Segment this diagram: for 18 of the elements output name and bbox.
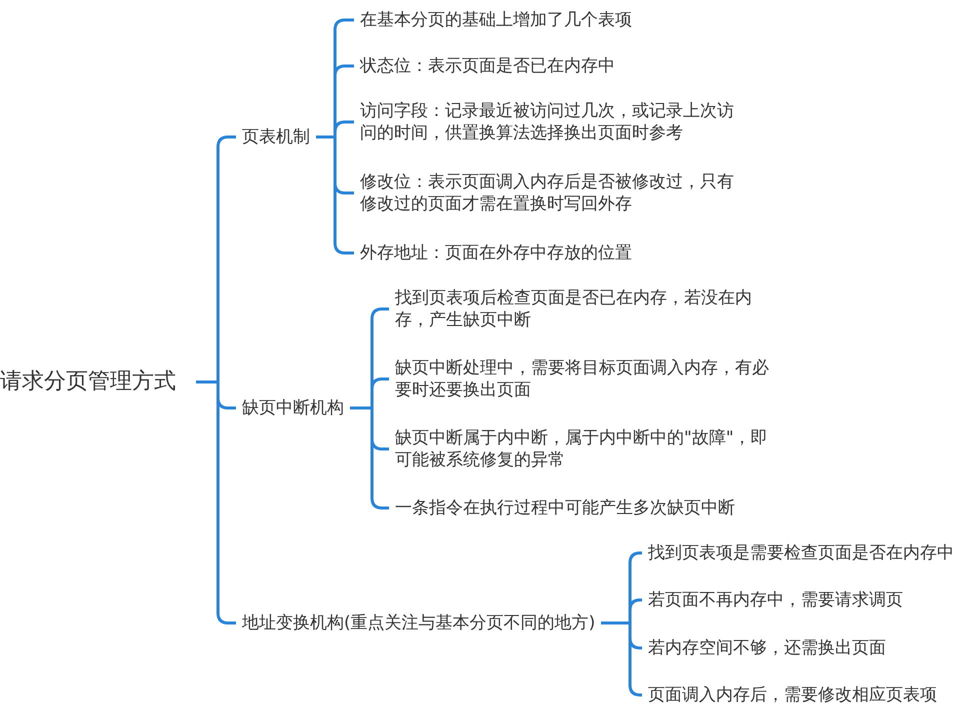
branch-topic: 缺页中断机构	[236, 397, 350, 419]
leaf-topic: 一条指令在执行过程中可能产生多次缺页中断	[389, 497, 771, 519]
leaf-topic: 找到页表项是需要检查页面是否在内存中	[642, 542, 954, 564]
leaf-topic: 在基本分页的基础上增加了几个表项	[354, 9, 736, 31]
leaf-topic: 找到页表项后检查页面是否已在内存，若没在内存，产生缺页中断	[389, 287, 771, 331]
branch-topic: 页表机制	[236, 126, 316, 148]
leaf-topic: 外存地址：页面在外存中存放的位置	[354, 242, 736, 264]
leaf-topic: 修改位：表示页面调入内存后是否被修改过，只有修改过的页面才需在置换时写回外存	[354, 171, 736, 215]
leaf-topic: 若内存空间不够，还需换出页面	[642, 637, 886, 659]
leaf-topic: 访问字段：记录最近被访问过几次，或记录上次访问的时间，供置换算法选择换出页面时参考	[354, 100, 736, 144]
leaf-topic: 缺页中断处理中，需要将目标页面调入内存，有必要时还要换出页面	[389, 357, 771, 401]
leaf-topic: 若页面不再内存中，需要请求调页	[642, 589, 903, 611]
root-topic: 请求分页管理方式	[0, 371, 196, 393]
leaf-topic: 缺页中断属于内中断，属于内中断中的"故障"，即可能被系统修复的异常	[389, 427, 771, 471]
leaf-topic: 页面调入内存后，需要修改相应页表项	[642, 684, 937, 706]
branch-topic: 地址变换机构(重点关注与基本分页不同的地方)	[236, 612, 602, 634]
connector-line	[316, 136, 354, 254]
leaf-topic: 状态位：表示页面是否已在内存中	[354, 55, 736, 77]
